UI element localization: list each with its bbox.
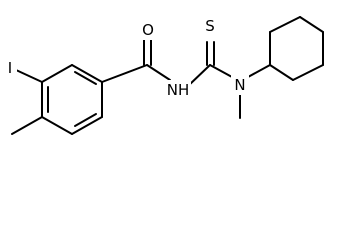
iodine-bond	[15, 69, 43, 83]
methyl-bond	[11, 116, 43, 135]
iodine-atom-label: I	[8, 59, 12, 77]
ring-bond	[71, 116, 103, 135]
atom-labels: I O NH S N	[3, 16, 249, 100]
carbonyl-nh-bond	[146, 64, 171, 81]
bonds	[11, 16, 324, 135]
ring-double-bond	[74, 113, 97, 127]
ring-bond	[41, 116, 73, 135]
thiocarbon-n-bond	[209, 64, 233, 78]
n-cyclohexyl-bond	[247, 64, 271, 78]
carbonyl-oxygen-label: O	[142, 21, 154, 39]
amide-nitrogen-label: NH	[167, 81, 190, 99]
ring-bond	[41, 64, 73, 83]
cyclohexane-bond	[292, 64, 324, 81]
ring-double-bond	[74, 71, 97, 85]
cyclohexane-bond	[269, 16, 301, 33]
cyclohexane-bond	[269, 64, 294, 81]
cyclohexane-bond	[299, 16, 324, 33]
ring-bond	[71, 64, 103, 83]
amine-nitrogen-label: N	[234, 76, 245, 94]
nh-thiocarbon-bond	[187, 64, 211, 87]
thione-sulfur-label: S	[205, 17, 215, 35]
chemical-structure-diagram: I O NH S N	[3, 16, 324, 135]
ring-carbonyl-bond	[101, 64, 148, 83]
